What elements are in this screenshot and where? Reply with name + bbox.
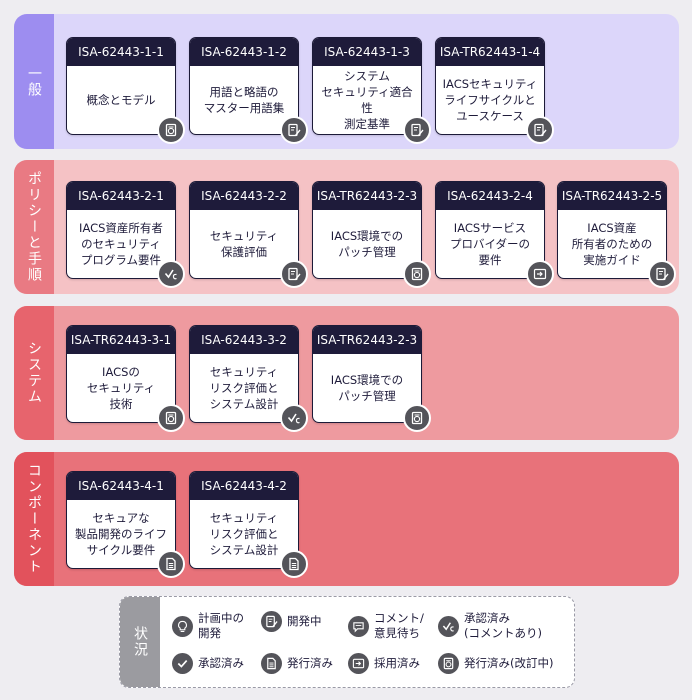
check-comment-icon	[157, 260, 185, 288]
legend-item-label: 開発中	[287, 614, 322, 628]
standard-card[interactable]: ISA-62443-1-1 概念とモデル	[66, 37, 185, 144]
legend-title-text: 状況	[132, 626, 148, 658]
lightbulb-icon	[172, 615, 193, 637]
standard-id: ISA-62443-1-1	[67, 38, 175, 66]
standard-title: IACS資産 所有者のための 実施ガイド	[571, 221, 653, 267]
legend-title: 状況	[120, 597, 160, 687]
standard-title: セキュアな 製品開発のライフ サイクル要件	[75, 511, 167, 557]
standard-id: ISA-62443-2-4	[436, 182, 544, 210]
document-edit-icon	[403, 116, 431, 144]
legend-item: 発行済み	[261, 653, 333, 674]
legend-item-label: 採用済み	[374, 656, 420, 670]
standard-id: ISA-62443-1-3	[313, 38, 421, 66]
document-icon	[157, 550, 185, 578]
legend-item-label: 承認済み	[198, 656, 244, 670]
document-revision-icon	[403, 404, 431, 432]
standard-title: IACS環境での パッチ管理	[330, 373, 404, 403]
standard-title: IACS環境での パッチ管理	[330, 229, 404, 259]
standard-title: 用語と略語の マスター用語集	[203, 85, 285, 115]
standard-id: ISA-62443-3-2	[190, 326, 298, 354]
category-label: ポリシーと手順	[14, 160, 54, 294]
legend-item: 開発中	[261, 611, 322, 632]
adopted-icon	[526, 260, 554, 288]
standard-id: ISA-62443-2-2	[190, 182, 298, 210]
category-label: 一般	[14, 14, 54, 149]
check-comment-icon	[438, 615, 459, 637]
legend-item-label: コメント/ 意見待ち	[374, 611, 424, 640]
standard-id: ISA-TR62443-2-3	[313, 326, 421, 354]
document-revision-icon	[403, 260, 431, 288]
category-label-text: システム	[26, 341, 42, 405]
standard-title: IACSの セキュリティ 技術	[86, 365, 156, 411]
standard-id: ISA-TR62443-2-3	[313, 182, 421, 210]
standard-id: ISA-TR62443-1-4	[436, 38, 544, 66]
document-revision-icon	[157, 404, 185, 432]
standard-card[interactable]: ISA-62443-3-2 セキュリティ リスク評価と システム設計	[189, 325, 308, 432]
legend-item: 承認済み	[172, 653, 244, 674]
legend-item: 承認済み (コメントあり)	[438, 611, 542, 641]
legend-item: コメント/ 意見待ち	[348, 611, 424, 641]
category-label-text: ポリシーと手順	[26, 171, 42, 283]
legend-item-label: 承認済み (コメントあり)	[464, 611, 542, 640]
document-edit-icon	[280, 116, 308, 144]
legend-item: 計画中の 開発	[172, 611, 244, 641]
standard-id: ISA-TR62443-2-5	[558, 182, 666, 210]
category-label: システム	[14, 306, 54, 440]
document-edit-icon	[648, 260, 676, 288]
legend-item-label: 発行済み	[287, 656, 333, 670]
standard-title: 概念とモデル	[86, 93, 156, 107]
check-comment-icon	[280, 404, 308, 432]
standard-title: システム セキュリティ適合性 測定基準	[321, 69, 413, 131]
document-icon	[261, 653, 282, 674]
standard-card[interactable]: ISA-62443-4-2 セキュリティ リスク評価と システム設計	[189, 471, 308, 578]
standard-id: ISA-62443-4-1	[67, 472, 175, 500]
document-edit-icon	[261, 611, 282, 632]
comment-icon	[348, 615, 369, 637]
standard-id: ISA-TR62443-3-1	[67, 326, 175, 354]
document-revision-icon	[157, 116, 185, 144]
standard-title: IACS資産所有者 のセキュリティ プログラム要件	[79, 221, 163, 267]
standard-title: IACSセキュリティ ライフサイクルと ユースケース	[442, 77, 538, 123]
legend-item: 発行済み(改訂中)	[438, 653, 553, 674]
standard-card[interactable]: ISA-62443-2-2 セキュリティ 保護評価	[189, 181, 308, 288]
standard-title: セキュリティ リスク評価と システム設計	[209, 365, 279, 411]
standard-card[interactable]: ISA-62443-1-3 システム セキュリティ適合性 測定基準	[312, 37, 431, 144]
document-revision-icon	[438, 653, 459, 674]
standard-id: ISA-62443-2-1	[67, 182, 175, 210]
document-icon	[280, 550, 308, 578]
category-label-text: コンポーネント	[26, 463, 42, 575]
legend-item-label: 計画中の 開発	[198, 611, 244, 640]
standard-id: ISA-62443-1-2	[190, 38, 298, 66]
standard-card[interactable]: ISA-62443-4-1 セキュアな 製品開発のライフ サイクル要件	[66, 471, 185, 578]
standard-title: セキュリティ 保護評価	[209, 229, 279, 259]
document-edit-icon	[280, 260, 308, 288]
legend-item: 採用済み	[348, 653, 420, 674]
standard-title: セキュリティ リスク評価と システム設計	[209, 511, 279, 557]
standard-card[interactable]: ISA-62443-1-2 用語と略語の マスター用語集	[189, 37, 308, 144]
status-legend: 状況 計画中の 開発 開発中 コメント/ 意見待ち 承認済み (コメントあり) 承認済み 発…	[119, 596, 575, 688]
legend-item-label: 発行済み(改訂中)	[464, 656, 554, 670]
standard-title: IACSサービス プロバイダーの 要件	[449, 221, 531, 267]
standard-id: ISA-62443-4-2	[190, 472, 298, 500]
document-edit-icon	[526, 116, 554, 144]
category-label-text: 一般	[26, 65, 42, 98]
adopted-icon	[348, 653, 369, 674]
check-icon	[172, 653, 193, 674]
category-label: コンポーネント	[14, 452, 54, 586]
